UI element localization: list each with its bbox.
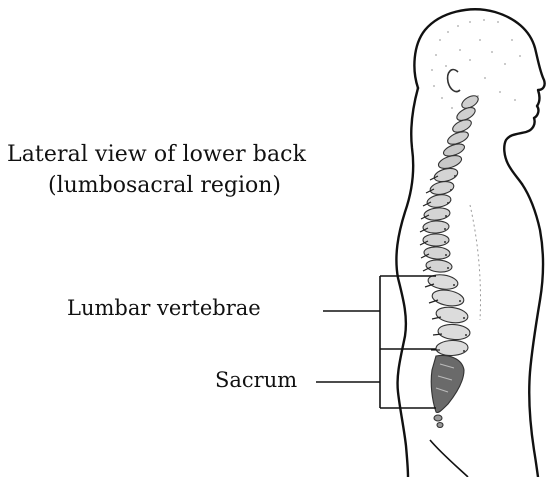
figure-title-line-2: (lumbosacral region): [48, 175, 281, 197]
sacrum-bone: [431, 356, 464, 413]
leg-outline: [430, 440, 468, 477]
arm-outline: [470, 205, 481, 320]
sacrum-label: Sacrum: [215, 370, 297, 391]
sacrum-bracket: [380, 349, 436, 408]
figure-title-line-1: Lateral view of lower back: [7, 144, 306, 166]
front-outline: [522, 184, 543, 477]
lumbar-bracket: [380, 276, 436, 349]
back-outline: [396, 88, 418, 477]
ear: [448, 70, 460, 92]
lumbar-vertebrae-label: Lumbar vertebrae: [67, 298, 261, 319]
head-outline: [414, 9, 544, 184]
spine: [423, 93, 481, 427]
